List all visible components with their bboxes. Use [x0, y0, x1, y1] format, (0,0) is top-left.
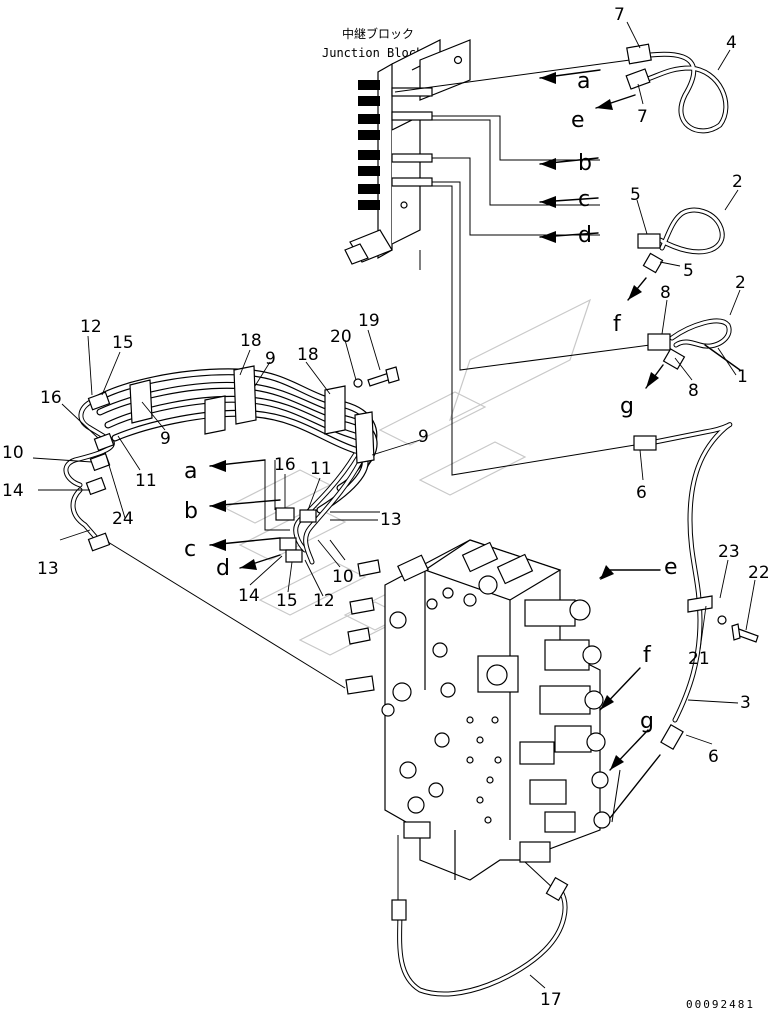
- hose-3: [609, 422, 733, 819]
- part-label-15: 15: [276, 591, 298, 611]
- part-label-17: 17: [540, 990, 562, 1010]
- part-label-2: 2: [732, 172, 743, 192]
- part-label-20: 20: [330, 327, 352, 347]
- part-label-6: 6: [636, 483, 647, 503]
- part-label-11: 11: [135, 471, 157, 491]
- hose-bundle-left: [63, 365, 400, 565]
- part-label-9: 9: [418, 427, 429, 447]
- part-label-18: 18: [240, 331, 262, 351]
- hose-2-lower: [645, 318, 741, 389]
- part-label-18: 18: [297, 345, 319, 365]
- junction-block: [344, 39, 471, 265]
- label-connection-e: e: [571, 108, 585, 133]
- label-connection-c: c: [578, 187, 590, 212]
- hose-17: [391, 835, 569, 997]
- part-label-16: 16: [40, 388, 62, 408]
- label-connection-b: b: [578, 151, 592, 176]
- hose-2-upper: [627, 207, 725, 301]
- part-label-2: 2: [735, 273, 746, 293]
- part-label-22: 22: [748, 563, 770, 583]
- part-label-7: 7: [614, 5, 625, 25]
- label-connection-f-valve: f: [643, 643, 652, 668]
- arrow-group-middle: [209, 459, 380, 570]
- part-label-19: 19: [358, 311, 380, 331]
- part-label-5: 5: [630, 185, 641, 205]
- leader-lines: [32, 21, 756, 989]
- label-connection-g: g: [620, 394, 634, 419]
- part-label-8: 8: [660, 283, 671, 303]
- part-label-15: 15: [112, 333, 134, 353]
- part-label-13: 13: [37, 559, 59, 579]
- label-connection-a-mid: a: [184, 459, 197, 484]
- label-connection-b-mid: b: [184, 499, 198, 524]
- label-connection-d: d: [578, 223, 592, 248]
- label-connection-g-valve: g: [640, 709, 654, 734]
- part-label-12: 12: [80, 317, 102, 337]
- part-label-12: 12: [313, 591, 335, 611]
- part-number-labels: 7 4 7 5 2 5 8 2 1 8 6 23 22 21 3 6 17 12…: [2, 5, 770, 1010]
- valve-left-face: [381, 611, 551, 863]
- part-label-9: 9: [160, 429, 171, 449]
- label-connection-a: a: [577, 69, 590, 94]
- part-label-24: 24: [112, 509, 134, 529]
- part-label-16: 16: [274, 455, 296, 475]
- part-label-11: 11: [310, 459, 332, 479]
- part-label-14: 14: [2, 481, 24, 501]
- label-connection-e-valve: e: [664, 555, 678, 580]
- part-label-8: 8: [688, 381, 699, 401]
- part-label-21: 21: [688, 649, 710, 669]
- label-connection-c-mid: c: [184, 537, 196, 562]
- drawing-code: 00092481: [686, 998, 755, 1011]
- hose-4: [625, 43, 729, 134]
- part-label-13: 13: [380, 510, 402, 530]
- label-connection-f: f: [613, 312, 622, 337]
- part-label-23: 23: [718, 542, 740, 562]
- junction-connection-lines: [394, 59, 651, 476]
- part-label-3: 3: [740, 693, 751, 713]
- arrow-group-top: [539, 69, 636, 243]
- junction-block-title-jp: 中継ブロック: [342, 26, 414, 41]
- pilot-lines-to-valve: [107, 541, 346, 689]
- arrow-group-valve: [599, 565, 661, 823]
- control-valve: [345, 539, 611, 881]
- part-label-10: 10: [332, 567, 354, 587]
- part-label-1: 1: [737, 367, 748, 387]
- part-label-6: 6: [708, 747, 719, 767]
- part-label-7: 7: [637, 107, 648, 127]
- part-label-4: 4: [726, 33, 737, 53]
- part-label-9: 9: [265, 349, 276, 369]
- part-label-10: 10: [2, 443, 24, 463]
- part-label-14: 14: [238, 586, 260, 606]
- label-connection-d-mid: d: [216, 556, 230, 581]
- part-label-5: 5: [683, 261, 694, 281]
- valve-spools: [519, 599, 611, 833]
- junction-block-title-en: Junction Block: [322, 46, 424, 60]
